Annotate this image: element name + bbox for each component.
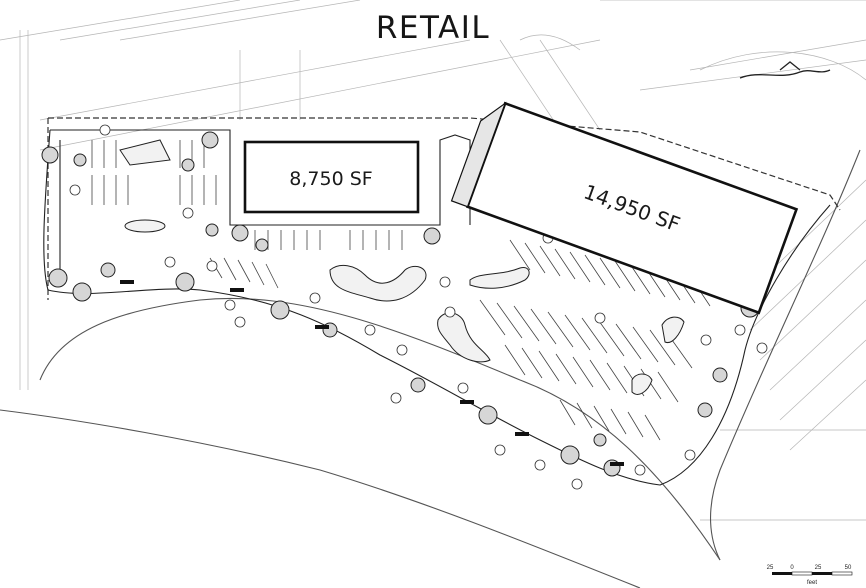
scale-tick-3: 50 — [845, 565, 852, 571]
scale-bar: 25 0 25 50 feet — [767, 565, 853, 586]
scale-tick-2: 25 — [815, 565, 822, 571]
building-b: 14,950 SF — [450, 101, 799, 315]
roads — [0, 149, 861, 588]
background-linework — [0, 0, 866, 521]
shrubs — [120, 280, 624, 466]
north-arrow-icon — [739, 61, 831, 79]
building-a: 8,750 SF — [243, 140, 420, 214]
scale-unit: feet — [807, 580, 817, 586]
building-a-label: 8,750 SF — [289, 168, 372, 190]
scale-tick-1: 0 — [790, 565, 794, 571]
landscape-islands — [119, 139, 685, 395]
plant-callouts — [69, 124, 768, 490]
scale-tick-0: 25 — [767, 565, 774, 571]
site-curbs — [43, 129, 831, 486]
parking-east — [479, 239, 711, 441]
